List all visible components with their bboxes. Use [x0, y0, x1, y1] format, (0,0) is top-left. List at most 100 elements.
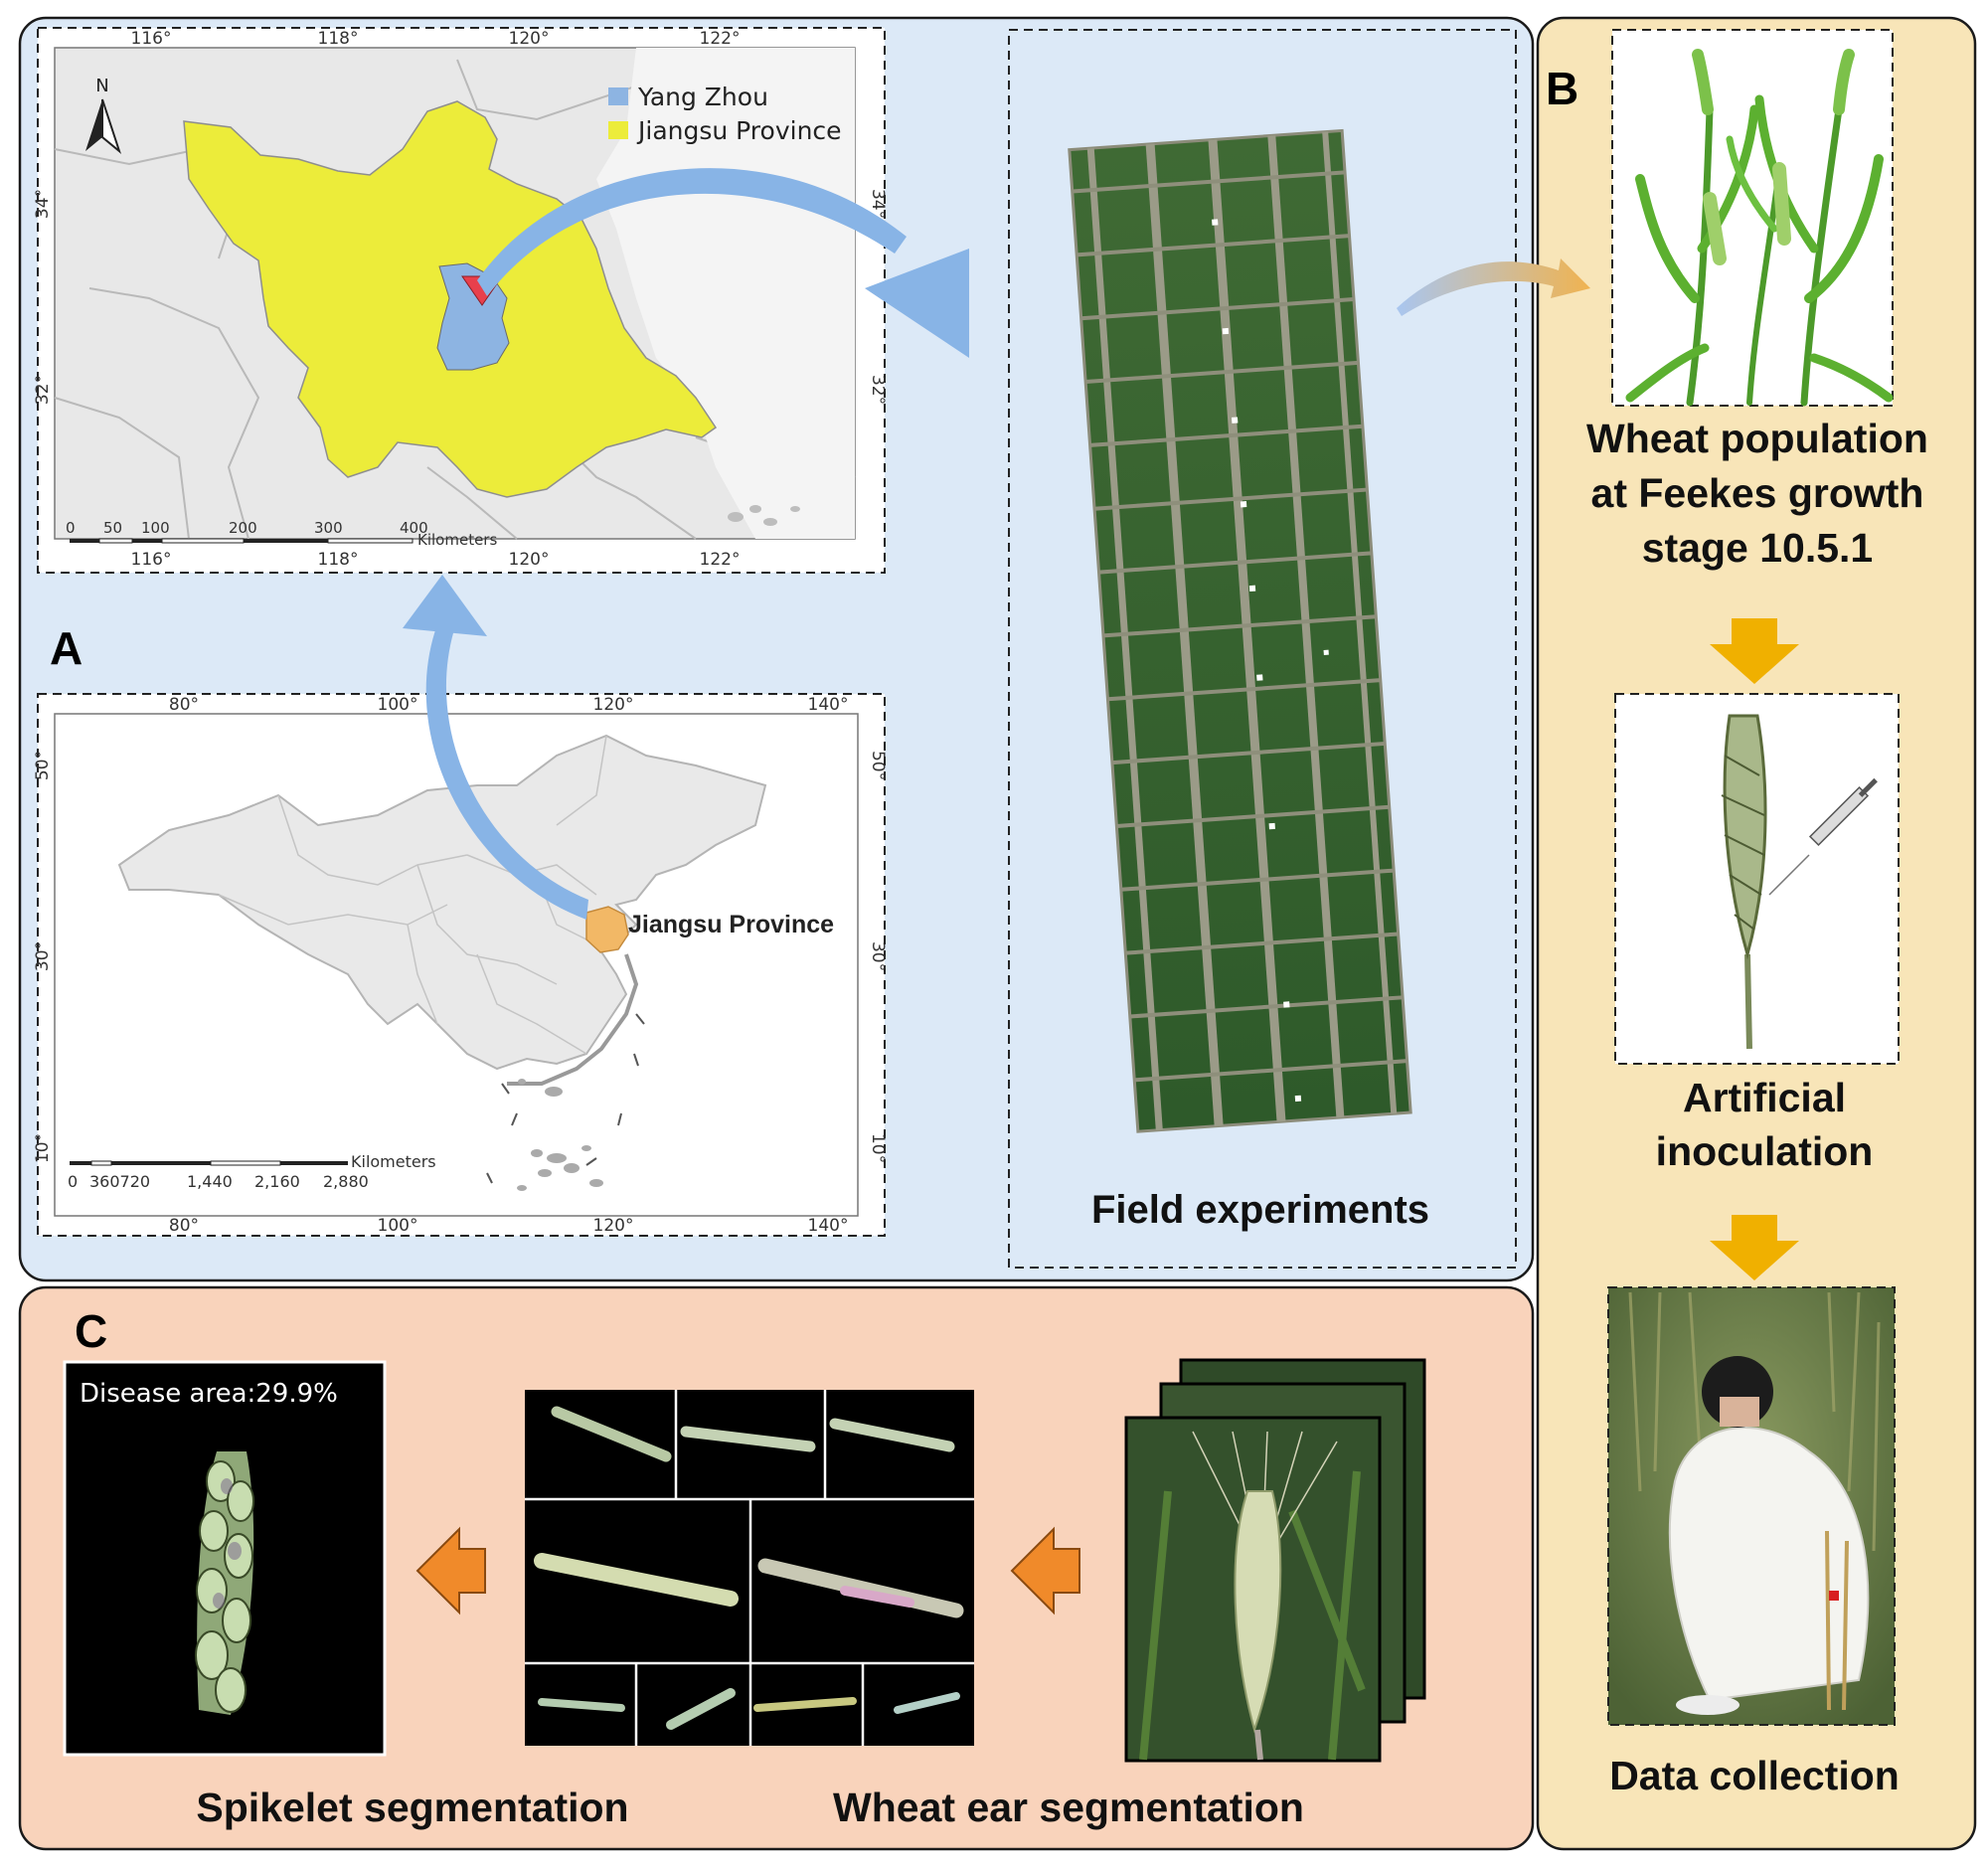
china-lon-tick-bottom-120: 120°: [593, 1216, 634, 1236]
field-plot-divider: [1072, 170, 1346, 194]
china-scale-bar: 0 360720 1,440 2,160 2,880 Kilometers: [68, 1152, 436, 1191]
legend-swatch-yangzhou: [608, 87, 628, 105]
ear-caption: Wheat ear segmentation: [833, 1784, 1304, 1830]
ear-segmentation-mosaic: [525, 1390, 974, 1746]
jiangsu-scale-bar: 0 50 100 200 300 400 Kilometers: [66, 519, 497, 549]
scale-label-300: 300: [314, 519, 343, 537]
arrow-china-to-jiangsu: [403, 575, 588, 920]
field-plot-divider: [1077, 234, 1350, 257]
syringe-icon: [1768, 777, 1878, 896]
data-collection-photo: [1628, 1291, 1881, 1715]
down-arrow-1-icon: [1710, 618, 1799, 684]
scale-label-200: 200: [229, 519, 257, 537]
field-plot-divider: [1134, 1059, 1408, 1083]
down-arrow-2-icon: [1710, 1215, 1799, 1280]
south-china-sea-islands: [517, 1079, 603, 1191]
islands: [728, 505, 800, 526]
china-lat-tick-left-10: 10°: [33, 1133, 53, 1163]
jiangsu-legend: Yang Zhou Jiangsu Province: [608, 83, 842, 145]
field-photo-stack: [1124, 1358, 1426, 1763]
lat-tick-left-32: 32°: [33, 375, 53, 405]
china-lon-ticks-top: 80° 100° 120° 140°: [169, 695, 849, 715]
legend-label-yangzhou: Yang Zhou: [637, 83, 768, 111]
step2-text: Artificial inoculation: [1656, 1075, 1874, 1174]
china-lon-tick-bottom-80: 80°: [169, 1216, 199, 1236]
scale-label-100: 100: [141, 519, 170, 537]
lon-tick-bottom-122: 122°: [700, 550, 741, 570]
lon-tick-top-120: 120°: [509, 29, 550, 49]
lon-tick-top-122: 122°: [700, 29, 741, 49]
wheat-plant-image: [1625, 49, 1894, 407]
field-plot-divider: [1093, 487, 1368, 511]
china-lat-tick-left-50: 50°: [33, 751, 53, 780]
north-arrow-icon: N: [85, 76, 122, 154]
field-frame: [1008, 29, 1517, 1269]
china-scale-label-2160: 2,160: [254, 1172, 300, 1191]
legend-label-jiangsu: Jiangsu Province: [636, 116, 842, 145]
field-plot-divider: [1111, 741, 1386, 765]
field-plot-divider: [1084, 360, 1359, 385]
lon-tick-bottom-118: 118°: [318, 550, 359, 570]
china-lon-tick-bottom-140: 140°: [808, 1216, 849, 1236]
scale-label-0: 0: [66, 519, 76, 537]
arrow-field-to-wheat: [1397, 258, 1590, 316]
field-cross-paths: [1072, 170, 1408, 1083]
step1-line2: at Feekes growth: [1591, 470, 1924, 516]
nine-dash-line: [486, 1013, 645, 1184]
china-internal-boundaries: [218, 735, 607, 1055]
lon-tick-bottom-120: 120°: [509, 550, 550, 570]
field-plot-divider: [1102, 614, 1377, 638]
scale-label-400: 400: [400, 519, 428, 537]
china-lon-tick-top-100: 100°: [378, 695, 418, 715]
field-caption: Field experiments: [1091, 1188, 1429, 1232]
lon-tick-bottom-116: 116°: [131, 550, 172, 570]
lon-tick-top-118: 118°: [318, 29, 359, 49]
left-arrow-2-icon: [1010, 1526, 1080, 1615]
field-aerial-image: [1068, 128, 1412, 1133]
china-province-label: Jiangsu Province: [628, 911, 834, 938]
china-lat-tick-right-30: 30°: [868, 941, 888, 971]
field-plot-divider: [1098, 551, 1372, 575]
jiangsu-map: 116° 118° 120° 122° 116° 118° 120° 122° …: [33, 27, 888, 574]
china-scale-label-0: 0: [68, 1172, 78, 1191]
china-jiangsu-highlight: [585, 906, 629, 953]
panel-a-letter: A: [50, 622, 83, 674]
china-scale-unit: Kilometers: [351, 1152, 436, 1171]
china-lon-tick-top-80: 80°: [169, 695, 199, 715]
panel-b-letter: B: [1546, 63, 1578, 114]
field-plot-divider: [1116, 804, 1390, 828]
china-scale-label-1440: 1,440: [187, 1172, 233, 1191]
inoculation-image: [1721, 714, 1878, 1050]
field-plot-divider: [1089, 424, 1364, 447]
jiangsu-lon-ticks-bottom: 116° 118° 120° 122°: [131, 550, 741, 570]
field-plot-divider: [1120, 868, 1395, 892]
scale-unit: Kilometers: [417, 531, 497, 549]
field-plot-divider: [1129, 995, 1404, 1019]
china-coastline: [507, 953, 639, 1086]
step1-line3: stage 10.5.1: [1642, 525, 1874, 571]
step3-text: Data collection: [1609, 1753, 1900, 1798]
segmented-spikelet-image: [195, 1451, 254, 1715]
panel-c-letter: C: [75, 1305, 107, 1357]
north-label: N: [95, 76, 108, 96]
china-scale-label-360720: 360720: [89, 1172, 150, 1191]
china-lon-ticks-bottom: 80° 100° 120° 140°: [169, 1216, 849, 1236]
arrow-jiangsu-to-field: [477, 168, 969, 358]
china-lon-tick-bottom-100: 100°: [378, 1216, 418, 1236]
lat-tick-right-32: 32°: [868, 375, 888, 405]
china-lon-tick-top-140: 140°: [808, 695, 849, 715]
china-lat-tick-left-30: 30°: [33, 941, 53, 971]
sea-area: [596, 48, 855, 539]
step1-text: Wheat population at Feekes growth stage …: [1586, 416, 1928, 571]
lat-tick-right-34: 34°: [868, 189, 888, 219]
china-scale-label-2880: 2,880: [323, 1172, 369, 1191]
lat-tick-left-34: 34°: [33, 189, 53, 219]
field-plot-divider: [1080, 297, 1355, 321]
field-plot-divider: [1125, 932, 1399, 955]
lon-tick-top-116: 116°: [131, 29, 172, 49]
disease-area-label: Disease area:29.9%: [80, 1379, 338, 1409]
step1-line1: Wheat population: [1586, 416, 1928, 461]
field-plot-divider: [1107, 678, 1381, 702]
china-lat-tick-right-10: 10°: [868, 1133, 888, 1163]
